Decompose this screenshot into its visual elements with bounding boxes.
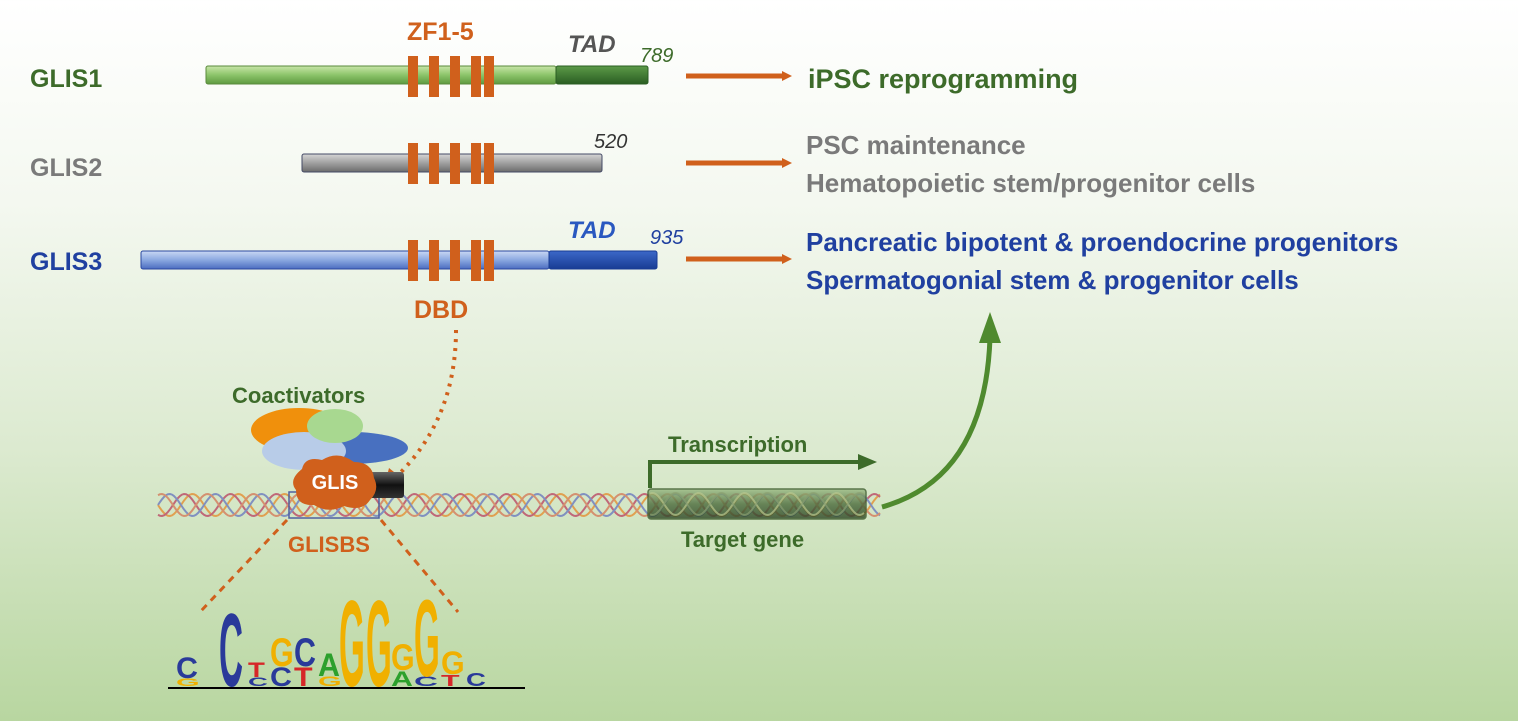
glis2-function-1: PSC maintenance — [806, 130, 1026, 160]
glis1-function: iPSC reprogramming — [808, 64, 1078, 94]
coactivators-label: Coactivators — [232, 383, 365, 408]
glis1-length: 789 — [640, 45, 673, 67]
function-curved-arrow — [881, 337, 993, 510]
logo-letter-c: C — [294, 630, 316, 675]
gene-helix-strand — [649, 491, 865, 517]
transcription-label: Transcription — [668, 432, 807, 457]
glis2-function-2: Hematopoietic stem/progenitor cells — [806, 168, 1255, 198]
dbd-binding-arrow — [393, 329, 458, 480]
glis3-function-2: Spermatogonial stem & progenitor cells — [806, 265, 1299, 295]
logo-letter-g: G — [176, 676, 200, 688]
function-arrows — [686, 71, 792, 264]
dbd-label: DBD — [414, 296, 468, 324]
logo-letter-c: C — [176, 652, 198, 684]
logo-letter-g: G — [441, 645, 465, 681]
glis3-tad-segment — [548, 250, 658, 270]
glis2-zinc-fingers — [408, 143, 494, 184]
logo-letter-t: T — [294, 663, 313, 693]
glis3-zinc-fingers — [408, 240, 494, 281]
motif-zoom-lines — [198, 518, 460, 614]
logo-letter-t: T — [441, 672, 460, 690]
glis1-tad-label: TAD — [568, 31, 616, 58]
glis-dbd-block — [368, 472, 404, 498]
zf-label: ZF1-5 — [407, 18, 474, 46]
logo-letter-g: G — [318, 674, 342, 689]
glis1-tad-segment — [555, 65, 649, 85]
logo-letter-g: G — [414, 579, 440, 701]
logo-letter-g: G — [339, 577, 365, 714]
logo-letter-c: C — [248, 675, 268, 689]
glis3-function-1: Pancreatic bipotent & proendocrine proge… — [806, 227, 1398, 257]
glis-factor-label: GLIS — [312, 472, 359, 494]
glisbs-label: GLISBS — [288, 532, 370, 557]
glis1-bar — [205, 65, 557, 85]
glis3-label: GLIS3 — [30, 248, 102, 276]
transcription-arrow — [648, 460, 862, 488]
logo-letter-c: C — [270, 663, 292, 693]
logo-letter-g: G — [366, 577, 392, 714]
glis1-label: GLIS1 — [30, 65, 102, 93]
glis3-tad-label: TAD — [568, 217, 616, 244]
logo-letter-t: T — [248, 659, 265, 682]
glis2-label: GLIS2 — [30, 154, 102, 182]
logo-letter-c: C — [219, 593, 243, 709]
gene-helix-strand — [649, 491, 865, 517]
target-gene-label: Target gene — [681, 527, 804, 552]
logo-letter-a: A — [318, 647, 340, 683]
glis-factor — [293, 455, 377, 510]
glis2-length: 520 — [594, 131, 627, 153]
target-gene-helix — [649, 491, 865, 517]
glis3-length: 935 — [650, 227, 684, 249]
function-curved-arrowhead — [979, 312, 1001, 343]
glis1-zinc-fingers — [408, 56, 494, 97]
logo-letter-g: G — [391, 637, 415, 679]
logo-letter-c: C — [466, 669, 486, 690]
logo-letter-c: C — [414, 674, 438, 689]
transcription-arrowhead — [858, 454, 877, 470]
logo-letter-g: G — [270, 630, 294, 675]
logo-letter-a: A — [391, 666, 413, 690]
